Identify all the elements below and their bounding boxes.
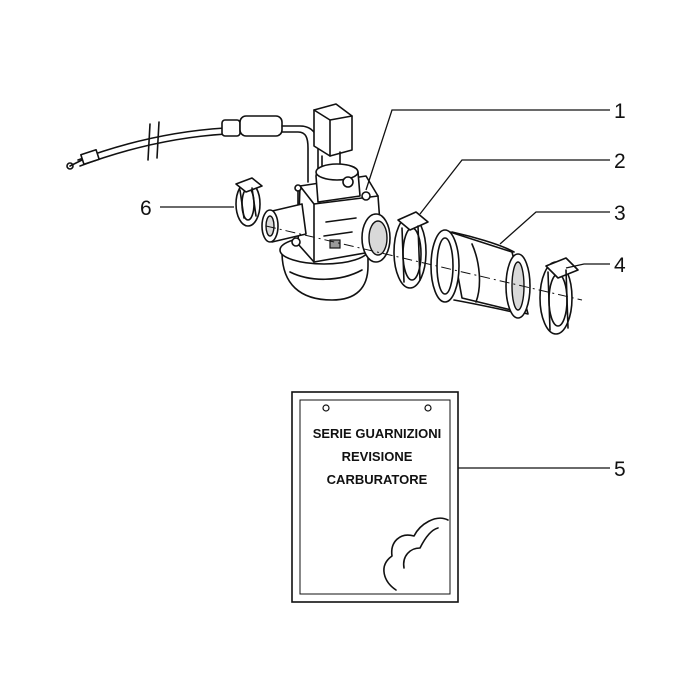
- gasket-illustration: [383, 517, 449, 591]
- callout-number: 6: [140, 197, 152, 220]
- hole-icon: [322, 404, 330, 412]
- clamp-middle: [393, 211, 429, 289]
- gasket-kit-envelope: SERIE GUARNIZIONI REVISIONE CARBURATORE: [291, 391, 459, 603]
- callout-number: 5: [614, 458, 626, 481]
- leader-lines: [160, 109, 610, 469]
- intake-sleeve: [430, 229, 531, 319]
- kit-label-line3: CARBURATORE: [327, 472, 428, 487]
- callout-number: 3: [614, 202, 626, 225]
- assembly-axis: [265, 225, 583, 301]
- kit-label-line2: REVISIONE: [342, 449, 413, 464]
- hole-icon: [424, 404, 432, 412]
- kit-label-line1: SERIE GUARNIZIONI: [313, 426, 442, 441]
- choke-housing: [313, 103, 353, 177]
- throttle-cable: [66, 115, 319, 183]
- callout-number: 2: [614, 150, 626, 173]
- callout-number: 4: [614, 254, 626, 277]
- clamp-left: [235, 177, 263, 227]
- clamp-right: [539, 257, 579, 335]
- callout-number: 1: [614, 100, 626, 123]
- carburetor: [261, 163, 391, 301]
